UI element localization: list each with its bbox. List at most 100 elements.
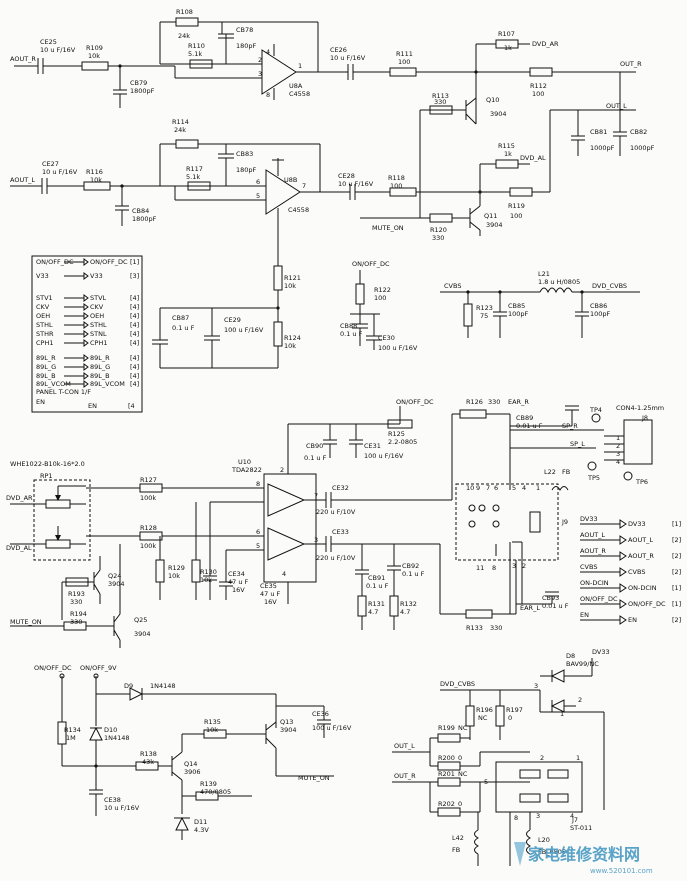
r202-value: 0: [458, 800, 462, 808]
ce38-value: 10 u F/16V: [104, 804, 140, 812]
conn-net-6: STNL: [90, 330, 107, 338]
sig-arrow-1: [619, 535, 627, 545]
r125-ref: R125: [388, 430, 405, 438]
r132-ref: R132: [400, 600, 417, 608]
cb89-ref: CB89: [516, 414, 533, 422]
tp6-point: [623, 471, 633, 481]
net-on-off-dc-mute: ON/OFF_DC: [34, 664, 72, 672]
conn-page-0: [1]: [130, 258, 139, 266]
r116-ref: R116: [86, 168, 103, 176]
r200-ref: R200: [438, 754, 455, 762]
j9-pin5: 5: [512, 484, 516, 492]
cb83-value: 180pF: [236, 166, 257, 174]
ce34-voltage: 16V: [232, 586, 245, 594]
d10-ref: D10: [104, 726, 117, 734]
ce32-ref: CE32: [332, 484, 349, 492]
net-aout-r: AOUT_R: [10, 55, 36, 63]
r109-ref: R109: [86, 44, 103, 52]
sig-target-1: AOUT_L: [628, 536, 653, 544]
conn-page-5: [4]: [130, 321, 139, 329]
r128-value: 100k: [140, 542, 156, 550]
r131-ref: R131: [368, 600, 385, 608]
d11-ref: D11: [194, 818, 207, 826]
r131-value: 4.7: [368, 608, 378, 616]
av-pin-d: 2: [578, 696, 582, 704]
sig-net-0: DV33: [580, 515, 598, 523]
r121-ref: R121: [284, 274, 301, 282]
r118-ref: R118: [388, 174, 405, 182]
u10-pin7: 7: [314, 492, 318, 500]
j9-pin6: 6: [494, 484, 498, 492]
u10-pin6: 6: [256, 528, 260, 536]
r120-value: 330: [432, 234, 444, 242]
conn-arrow-1: [83, 272, 89, 280]
u8a-ref: U8A: [289, 82, 303, 90]
conn-pin-6: STHR: [36, 330, 54, 338]
r110-ref: R110: [188, 42, 205, 50]
r138-ref: R138: [140, 750, 157, 758]
u8a-pin8: 8: [266, 91, 270, 99]
aout-r-input: AOUT_R CE25 10 u F/16V R109 10k CB79 180…: [10, 38, 175, 108]
ce27-ref: CE27: [42, 160, 59, 168]
j8-pin3: 3: [616, 450, 620, 458]
r109-value: 10k: [88, 52, 100, 60]
r139-ref: R139: [200, 780, 217, 788]
net-mute-on-amp: MUTE_ON: [10, 618, 42, 626]
r128-ref: R128: [140, 524, 157, 532]
cb82-ref: CB82: [630, 128, 647, 136]
q25-part: 3904: [134, 630, 151, 638]
ce33-value: 220 u F/10V: [316, 554, 356, 562]
conn-net-10: 89L_B: [90, 372, 110, 380]
r123-value: 75: [480, 312, 488, 320]
r120-ref: R120: [430, 226, 447, 234]
av-pin-a: 3: [534, 682, 538, 690]
r202-ref: R202: [438, 800, 455, 808]
net-dvd-ar-top: DVD_AR: [532, 40, 559, 48]
conn-net-2: STVL: [90, 294, 107, 302]
conn-page-2: [4]: [130, 294, 139, 302]
r134-value: 1M: [66, 734, 76, 742]
av-pin-c: 1: [576, 754, 580, 762]
net-dvd-cvbs-out: DVD_CVBS: [592, 282, 627, 290]
watermark-cn: 家电维修资料网: [528, 845, 640, 864]
u8a-pin3: 3: [258, 70, 262, 78]
rp1-part: WHE1022-B10k-16*2.0: [10, 460, 85, 468]
av-pin-b: 2: [540, 754, 544, 762]
r117-value: 5.1k: [186, 173, 200, 181]
u10-pin5: 5: [256, 542, 260, 550]
u8a-pin1: 1: [298, 62, 302, 70]
sig-net-2: AOUT_R: [580, 547, 606, 555]
r112-value: 100: [532, 90, 544, 98]
q24-part: 3904: [108, 580, 125, 588]
r199-ref: R199: [438, 724, 455, 732]
r124-ref: R124: [284, 334, 301, 342]
net-out-r: OUT_R: [620, 60, 642, 68]
ce26-ref: CE26: [330, 46, 347, 54]
r139-value: 470/0805: [200, 788, 231, 796]
d8-part: BAV99/NC: [566, 660, 599, 668]
cb93-ref: CB93: [542, 594, 559, 602]
cb91-value: 0.1 u F: [366, 582, 389, 590]
cb81-ref: CB81: [590, 128, 607, 136]
tp5-label: TP5: [587, 474, 600, 482]
sig-net-6: EN: [580, 611, 589, 619]
cb79-value: 1800pF: [130, 87, 155, 95]
ce25-value: 10 u F/16V: [40, 46, 76, 54]
conn-pin-8: 89L_R: [36, 354, 56, 362]
q10-ref: Q10: [486, 96, 499, 104]
sig-page-2: [2]: [672, 552, 681, 560]
conn-net-0: ON/OFF_DC: [90, 258, 128, 266]
av-pin-g: 3: [536, 812, 540, 820]
ce34-ref: CE34: [228, 570, 245, 578]
conn-net-7: CPH1: [90, 339, 107, 347]
tp6-label: TP6: [635, 478, 648, 486]
j8-pin1: 1: [616, 434, 620, 442]
sig-target-3: CVBS: [628, 568, 645, 576]
r201-ref: R201: [438, 770, 455, 778]
conn-arrow-4: [83, 312, 89, 320]
panel-label: PANEL T-CON 1/F: [36, 388, 91, 396]
q25-ref: Q25: [134, 616, 147, 624]
net-cvbs-in: CVBS: [444, 282, 461, 290]
cb78-ref: CB78: [236, 26, 253, 34]
